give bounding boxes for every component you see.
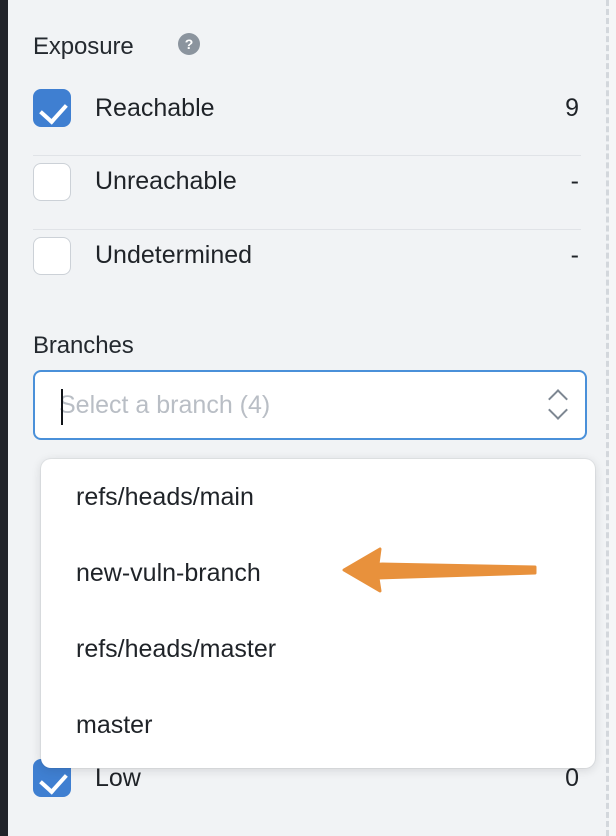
dropdown-option-new-vuln-branch[interactable]: new-vuln-branch: [76, 558, 261, 587]
left-gutter-strip: [0, 0, 8, 836]
exposure-count-undetermined: -: [570, 241, 579, 269]
chevron-up-down-icon[interactable]: [547, 388, 569, 422]
checkbox-reachable[interactable]: [33, 89, 71, 127]
exposure-label-unreachable: Unreachable: [95, 167, 237, 195]
checkbox-unreachable[interactable]: [33, 162, 71, 201]
dropdown-option-master[interactable]: master: [76, 710, 153, 739]
severity-count-low: 0: [565, 763, 579, 792]
branches-section-title: Branches: [33, 332, 134, 359]
exposure-count-unreachable: -: [570, 167, 579, 195]
right-edge-strip: [609, 0, 616, 836]
exposure-row-reachable[interactable]: Reachable 9: [33, 82, 581, 134]
exposure-row-unreachable[interactable]: Unreachable -: [33, 155, 581, 207]
dropdown-option-refs-heads-master[interactable]: refs/heads/master: [76, 634, 277, 663]
exposure-label-reachable: Reachable: [95, 93, 215, 122]
severity-label-low: Low: [95, 763, 141, 792]
dropdown-option-refs-heads-main[interactable]: refs/heads/main: [76, 482, 254, 511]
exposure-section-title: Exposure: [33, 33, 134, 60]
exposure-row-undetermined[interactable]: Undetermined -: [33, 229, 581, 281]
checkbox-undetermined[interactable]: [33, 236, 71, 275]
text-caret: [61, 389, 63, 425]
branch-select-input[interactable]: Select a branch (4): [33, 370, 587, 440]
right-dashed-divider: [606, 0, 609, 836]
exposure-label-undetermined: Undetermined: [95, 241, 253, 269]
filters-panel: Exposure ? Reachable 9 Unreachable - Und…: [8, 0, 606, 836]
branch-dropdown-list[interactable]: refs/heads/main new-vuln-branch refs/hea…: [41, 459, 595, 768]
exposure-count-reachable: 9: [565, 93, 579, 122]
help-circle-icon[interactable]: ?: [178, 33, 200, 55]
branch-select-placeholder: Select a branch (4): [59, 390, 271, 419]
